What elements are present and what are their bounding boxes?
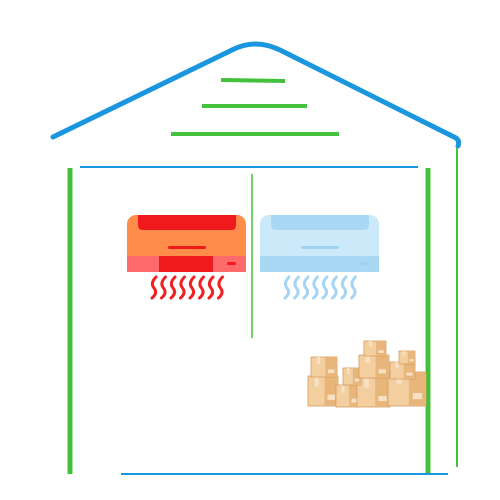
- wave-line: [217, 275, 224, 300]
- wave-line: [169, 275, 177, 300]
- cardboard-box: [310, 356, 338, 378]
- wave-line: [160, 275, 167, 300]
- wave-line: [302, 275, 310, 300]
- cardboard-box: [389, 361, 416, 380]
- heater-ac-unit-icon: [127, 215, 246, 272]
- cold-airflow-icon: [283, 275, 357, 300]
- cardboard-box: [358, 354, 390, 379]
- wave-line: [331, 275, 338, 300]
- cardboard-box: [307, 375, 339, 407]
- cooler-ac-unit-icon: [260, 215, 379, 272]
- wave-line: [293, 275, 300, 300]
- cardboard-box: [363, 340, 387, 357]
- wave-line: [198, 275, 205, 300]
- wave-line: [207, 275, 215, 300]
- wave-line: [321, 275, 329, 300]
- vent-line: [220, 78, 286, 83]
- wave-line: [340, 275, 348, 300]
- wave-line: [188, 275, 196, 300]
- heat-waves-icon: [150, 275, 224, 300]
- roof-vents: [171, 78, 339, 136]
- cardboard-box: [335, 384, 361, 408]
- cardboard-box: [356, 377, 391, 408]
- wave-line: [179, 275, 186, 300]
- roof-outline: [50, 41, 462, 149]
- wave-line: [150, 275, 158, 300]
- wave-line: [283, 275, 291, 300]
- cardboard-boxes-icon: [307, 340, 427, 408]
- wave-line: [350, 275, 357, 300]
- wave-line: [312, 275, 319, 300]
- cardboard-box: [342, 367, 362, 386]
- cardboard-box: [398, 350, 416, 365]
